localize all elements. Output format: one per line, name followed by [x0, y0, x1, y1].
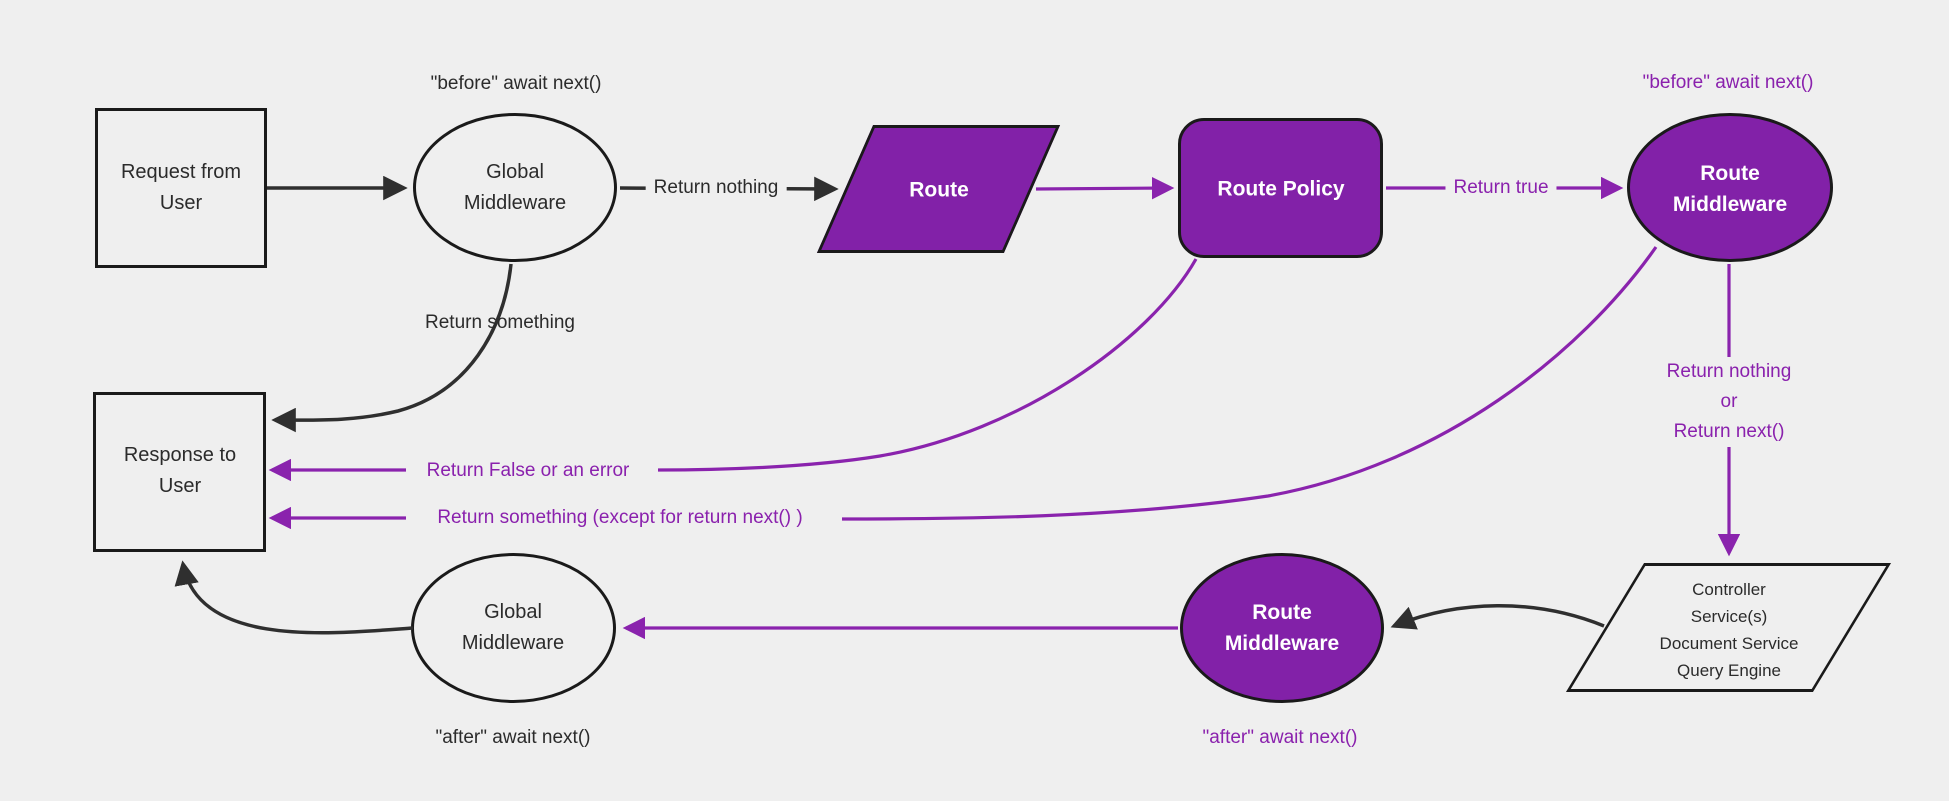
edge-label-after-await-next-route: "after" await next(): [1202, 727, 1358, 748]
services-node-label: Controller Service(s) Document Service Q…: [1659, 580, 1799, 680]
global-middleware-bottom-label: Global Middleware: [461, 601, 565, 654]
request-node-label: Request from User: [120, 161, 242, 214]
response-node-label: Response to User: [123, 444, 237, 497]
edge-label-return-something: Return something: [425, 312, 575, 333]
curve-route-mw-return-something-except: [841, 246, 1658, 521]
edge-label-before-await-next-route: "before" await next(): [1642, 72, 1814, 93]
route-middleware-top-label: Route Middleware: [1672, 162, 1788, 216]
route-middleware-top-node: [1627, 113, 1833, 262]
global-middleware-top-label: Global Middleware: [463, 161, 567, 214]
request-node: [95, 108, 267, 268]
curve-route-policy-return-false: [657, 258, 1198, 472]
arrow-route-to-route-policy: [1035, 176, 1175, 200]
edge-label-return-nothing-or-next: Return nothing or Return next(): [1658, 357, 1800, 447]
arrow-global-mw-bottom-to-response: [174, 560, 414, 635]
edge-label-before-await-next-global: "before" await next(): [430, 73, 602, 94]
route-node-label: Route: [909, 178, 969, 202]
edge-label-return-true: Return true: [1445, 173, 1557, 203]
response-node: [93, 392, 266, 552]
edge-label-return-nothing: Return nothing: [645, 173, 787, 203]
route-middleware-bottom-label: Route Middleware: [1224, 601, 1340, 655]
arrow-services-to-route-mw-bottom: [1390, 604, 1605, 630]
route-policy-node: [1178, 118, 1383, 258]
route-middleware-bottom-node: [1180, 553, 1384, 703]
edge-label-after-await-next-global: "after" await next(): [435, 727, 591, 748]
arrow-return-something-to-response: [271, 263, 513, 433]
edge-label-return-false-or-error: Return False or an error: [418, 456, 638, 486]
global-middleware-top-node: [413, 113, 617, 262]
edge-label-return-something-except: Return something (except for return next…: [429, 503, 811, 533]
route-policy-label: Route Policy: [1217, 177, 1345, 201]
